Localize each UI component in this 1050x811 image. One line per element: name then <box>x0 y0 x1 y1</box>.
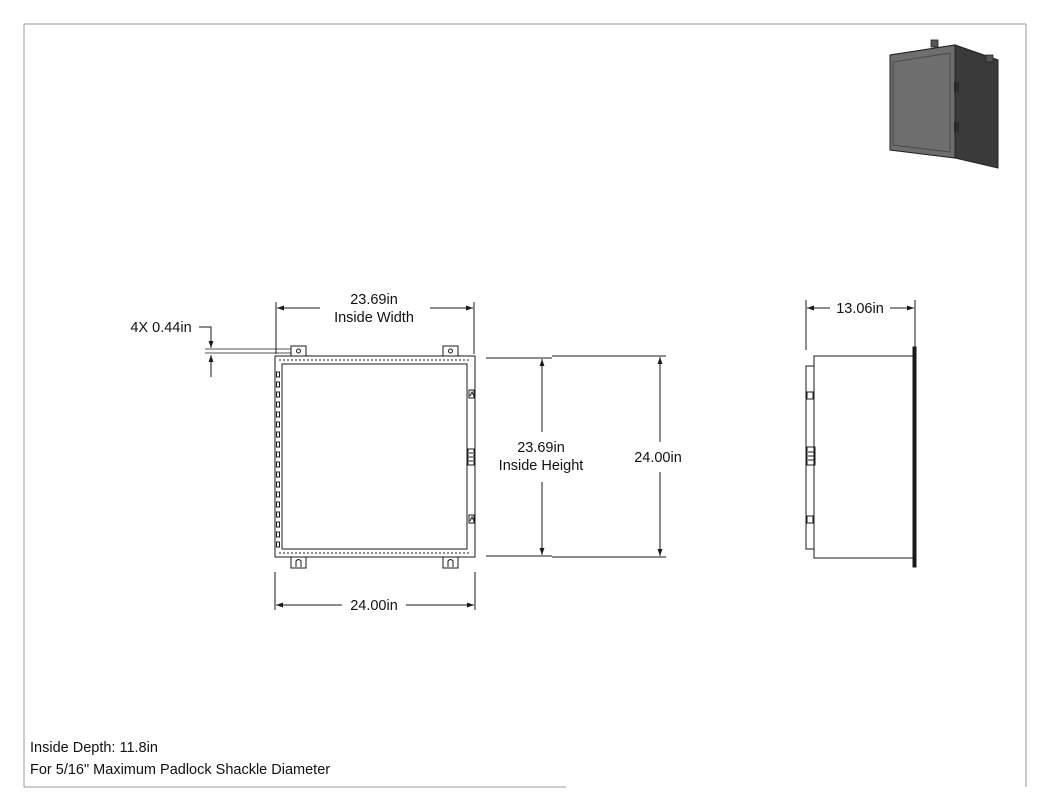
hole-dim-leader <box>199 326 212 337</box>
dimension-labels: 23.69in Inside Width 24.00in 23.69in Ins… <box>130 292 883 614</box>
mounting-foot-bottom-left <box>290 557 307 569</box>
inside-height-label: Inside Height <box>499 458 584 474</box>
flange-notch <box>276 421 280 428</box>
rear-mounting-flange <box>912 346 917 568</box>
hinge-upper <box>468 389 475 399</box>
padlock-note: For 5/16" Maximum Padlock Shackle Diamet… <box>30 762 331 778</box>
flange-notch <box>276 371 280 378</box>
flange-notch <box>276 501 280 508</box>
enclosure-3d-preview <box>889 39 999 169</box>
mounting-hole-spec: 4X 0.44in <box>130 320 191 336</box>
flange-notch <box>276 521 280 528</box>
hinge-upper <box>954 82 959 92</box>
hinge-lower <box>954 122 959 132</box>
door-latch <box>467 448 475 466</box>
inside-width-label: Inside Width <box>334 310 414 326</box>
flange-notch <box>276 541 280 548</box>
enclosure-door-panel <box>892 52 951 153</box>
overall-width-value: 24.00in <box>350 598 398 614</box>
side-latch <box>806 446 816 466</box>
mounting-hole <box>448 348 453 354</box>
enclosure-door <box>281 363 468 550</box>
hinge-lower <box>468 514 475 524</box>
flange-notch <box>276 391 280 398</box>
side-view <box>805 346 917 568</box>
flange-notches <box>276 371 280 548</box>
side-body <box>813 355 915 559</box>
flange-notch <box>276 381 280 388</box>
flange-notch <box>276 441 280 448</box>
depth-value: 13.06in <box>836 301 884 317</box>
inside-width-value: 23.69in <box>350 292 398 308</box>
flange-notch <box>276 511 280 518</box>
mounting-foot-bottom-right <box>442 557 459 569</box>
side-hinge-upper <box>806 391 814 400</box>
flange-notch <box>276 471 280 478</box>
mounting-foot-top-right <box>442 345 459 356</box>
flange-notch <box>276 491 280 498</box>
enclosure-body-outline <box>274 355 476 558</box>
overall-height-value: 24.00in <box>634 450 682 466</box>
flange-notch <box>276 451 280 458</box>
flange-notch <box>276 411 280 418</box>
inside-height-value: 23.69in <box>517 440 565 456</box>
flange-notch <box>276 531 280 538</box>
side-hinge-lower <box>806 515 814 524</box>
mounting-foot-top-left <box>930 39 939 48</box>
flange-notch <box>276 461 280 468</box>
mounting-hole <box>296 348 301 354</box>
door-profile <box>805 365 815 550</box>
dimension-lines <box>199 300 916 610</box>
flange-notch <box>276 401 280 408</box>
flange-notch <box>276 431 280 438</box>
enclosure-side-face <box>954 44 999 169</box>
mounting-foot-top-right <box>985 54 994 63</box>
mounting-foot-top-left <box>290 345 307 356</box>
enclosure-front-face <box>889 44 956 159</box>
flange-notch <box>276 481 280 488</box>
inside-depth-note: Inside Depth: 11.8in <box>30 740 158 756</box>
sheet-border <box>23 23 1027 788</box>
front-view <box>274 345 476 569</box>
